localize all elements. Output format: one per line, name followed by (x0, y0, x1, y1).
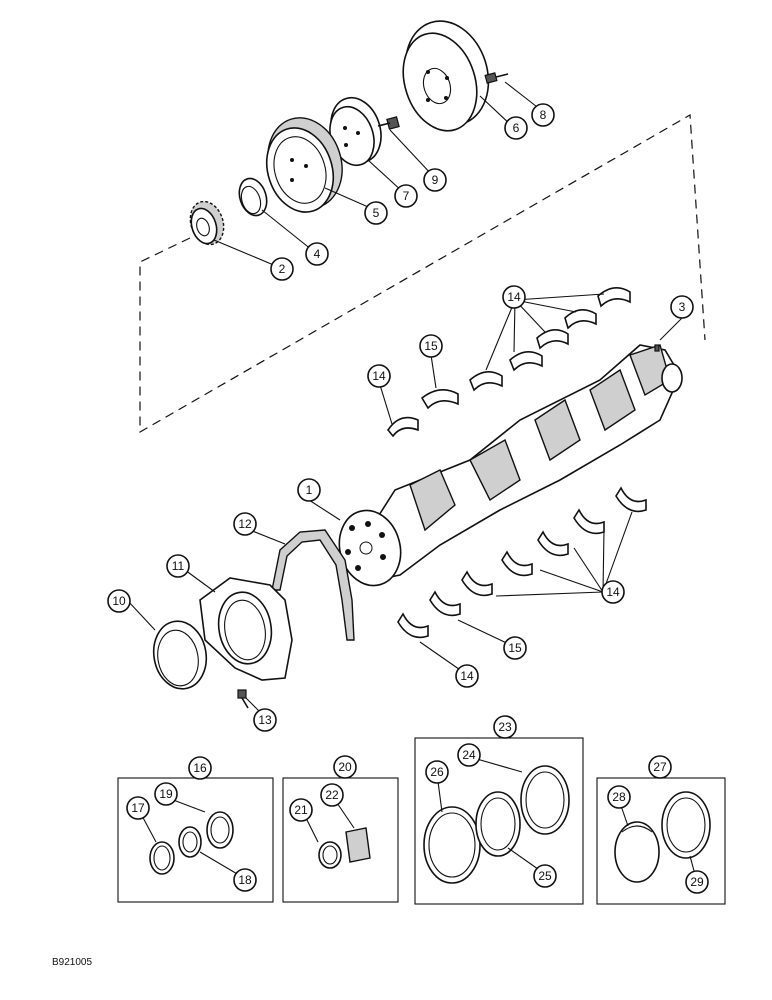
part-housing-bolt (237, 689, 249, 709)
svg-text:4: 4 (314, 247, 321, 261)
svg-text:7: 7 (403, 189, 410, 203)
callout-22: 22 (320, 783, 344, 807)
svg-text:27: 27 (653, 760, 667, 774)
callout-20: 20 (333, 755, 357, 779)
callout-21: 21 (289, 798, 313, 822)
svg-text:22: 22 (325, 788, 339, 802)
part-gasket (271, 529, 355, 641)
svg-text:2: 2 (279, 262, 286, 276)
callout-3: 3 (670, 295, 694, 319)
svg-text:14: 14 (460, 669, 474, 683)
kit-20-parts (318, 827, 371, 869)
callout-9: 9 (423, 168, 447, 192)
svg-text:14: 14 (372, 369, 386, 383)
callout-7: 7 (394, 184, 418, 208)
lower-bearing-shells (397, 486, 647, 639)
part-rear-seal (152, 620, 208, 690)
callout-26: 26 (425, 760, 449, 784)
part-seal-housing (199, 577, 293, 681)
part-ring (238, 177, 268, 217)
part-crankshaft (338, 344, 683, 587)
svg-text:16: 16 (193, 761, 207, 775)
leader-lines (126, 81, 683, 715)
svg-text:10: 10 (112, 594, 126, 608)
callout-16: 16 (188, 756, 212, 780)
svg-text:8: 8 (540, 108, 547, 122)
svg-text:17: 17 (131, 801, 145, 815)
part-pulley (265, 117, 343, 213)
callout-1: 1 (297, 478, 321, 502)
callout-18: 18 (233, 868, 257, 892)
svg-text:28: 28 (612, 790, 626, 804)
part-damper-bolt (484, 72, 509, 84)
svg-text:1: 1 (306, 483, 313, 497)
callout-27: 27 (648, 755, 672, 779)
part-gear (189, 200, 225, 246)
kit-box-20 (282, 777, 399, 903)
callout-14-upper-main: 14 (502, 285, 526, 309)
kit-23-parts (423, 765, 570, 884)
callout-25: 25 (533, 864, 557, 888)
callout-17: 17 (126, 796, 150, 820)
callout-23: 23 (493, 715, 517, 739)
part-damper (402, 20, 490, 132)
part-hub-bolt (377, 116, 400, 130)
svg-text:13: 13 (258, 713, 272, 727)
callout-12: 12 (233, 512, 257, 536)
kit-16-parts (149, 811, 234, 875)
callout-10: 10 (107, 589, 131, 613)
svg-text:9: 9 (432, 173, 439, 187)
svg-text:5: 5 (373, 206, 380, 220)
svg-text:11: 11 (172, 559, 185, 573)
callout-29: 29 (685, 870, 709, 894)
upper-bearing-shells (387, 287, 631, 438)
svg-text:15: 15 (508, 641, 522, 655)
callout-11: 11 (166, 554, 190, 578)
callout-14-lower-main: 14 (601, 580, 625, 604)
svg-text:20: 20 (338, 760, 352, 774)
callout-14-upper-left: 14 (367, 364, 391, 388)
figure-code: B921005 (52, 957, 93, 968)
callout-15-upper: 15 (419, 334, 443, 358)
callout-24: 24 (457, 743, 481, 767)
callout-5: 5 (364, 201, 388, 225)
callout-13: 13 (253, 708, 277, 732)
callout-28: 28 (607, 785, 631, 809)
svg-text:21: 21 (294, 803, 308, 817)
group-boundary (139, 113, 706, 434)
part-dowel (654, 344, 660, 352)
callout-2: 2 (270, 257, 294, 281)
svg-text:14: 14 (507, 290, 521, 304)
svg-text:23: 23 (498, 720, 512, 734)
svg-text:29: 29 (690, 875, 704, 889)
svg-text:26: 26 (430, 765, 444, 779)
svg-text:6: 6 (513, 121, 520, 135)
svg-text:15: 15 (424, 339, 438, 353)
callout-4: 4 (305, 242, 329, 266)
svg-text:25: 25 (538, 869, 552, 883)
callout-15-lower: 15 (503, 636, 527, 660)
part-hub (329, 96, 382, 167)
callout-14-lower-left: 14 (455, 664, 479, 688)
callout-19: 19 (154, 782, 178, 806)
callout-8: 8 (531, 103, 555, 127)
svg-text:18: 18 (238, 873, 252, 887)
kit-27-parts (614, 791, 711, 883)
callout-6: 6 (504, 116, 528, 140)
svg-text:19: 19 (159, 787, 173, 801)
kit-box-23 (414, 737, 584, 905)
svg-text:3: 3 (679, 300, 686, 314)
svg-text:24: 24 (462, 748, 476, 762)
svg-text:12: 12 (238, 517, 252, 531)
svg-text:14: 14 (606, 585, 620, 599)
